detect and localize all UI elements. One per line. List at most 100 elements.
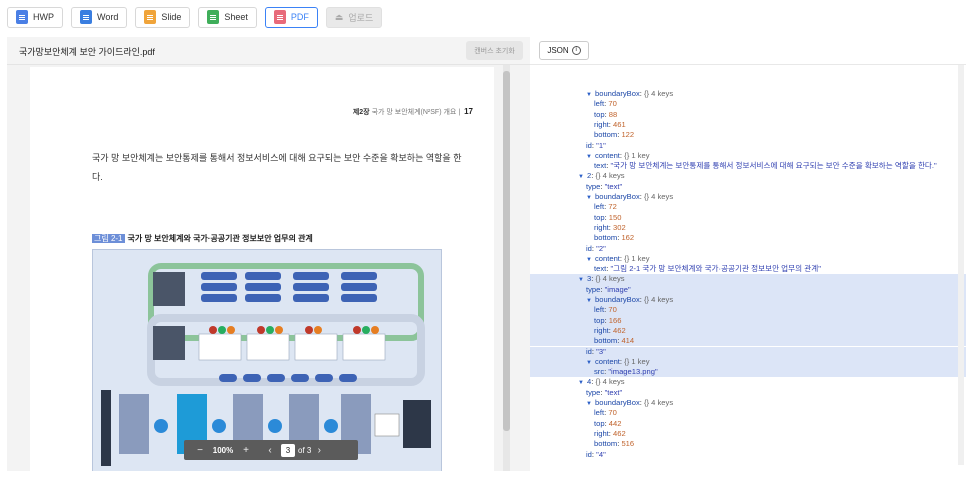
json-key: text <box>594 161 607 171</box>
collapse-arrow-icon[interactable]: ▼ <box>586 298 592 304</box>
json-number-value: 462 <box>613 428 626 438</box>
json-line[interactable]: ▼boundaryBox: {} 4 keys <box>586 398 674 407</box>
json-line[interactable]: ▼4: {} 4 keys <box>578 377 625 387</box>
json-button-label: JSON <box>547 46 569 55</box>
top-toolbar: HWP Word Slide Sheet PDF ⏏업로드 <box>0 0 966 34</box>
pdf-file-icon <box>273 10 286 24</box>
json-key: top <box>594 315 605 325</box>
hwp-button[interactable]: HWP <box>7 6 63 28</box>
json-meta: {} 4 keys <box>644 89 674 98</box>
json-string-value: "1" <box>596 140 606 150</box>
json-key: id <box>586 243 592 253</box>
slide-file-icon <box>144 10 157 24</box>
json-line[interactable]: ▼boundaryBox: {} 4 keys <box>530 295 966 306</box>
json-key: right <box>594 428 609 438</box>
json-number-value: 461 <box>613 119 626 129</box>
json-key: type <box>586 181 601 191</box>
json-line[interactable]: ▼boundaryBox: {} 4 keys <box>586 89 674 98</box>
json-number-value: 122 <box>621 130 635 140</box>
json-key: type <box>586 284 601 294</box>
json-key: right <box>594 119 609 129</box>
json-line: top: 88 <box>594 109 618 119</box>
json-number-value: 162 <box>621 233 635 243</box>
page-number: 17 <box>464 107 473 116</box>
page-total: of 3 <box>298 445 312 455</box>
json-string-value: "3" <box>596 346 606 356</box>
json-meta: {} 1 key <box>624 253 650 263</box>
json-key: left <box>594 305 605 315</box>
json-line[interactable]: ▼2: {} 4 keys <box>578 171 625 181</box>
pdf-button-label: PDF <box>290 12 309 22</box>
json-number-value: 442 <box>608 418 622 428</box>
json-number-value: 414 <box>621 336 635 346</box>
zoom-in-button[interactable]: + <box>243 444 249 456</box>
collapse-arrow-icon[interactable]: ▼ <box>586 401 592 407</box>
viewer-scroll-area[interactable]: 제2장 국가 망 보안체계(N²SF) 개요 | 17 국가 망 보안체계는 보… <box>7 65 530 471</box>
json-meta: {} 1 key <box>624 356 650 366</box>
reset-canvas-button[interactable]: 캔버스 초기화 <box>466 41 523 60</box>
upload-button-label: 업로드 <box>348 12 374 23</box>
json-scrollbar[interactable] <box>958 65 964 465</box>
json-key: boundaryBox <box>595 89 640 98</box>
next-page-button[interactable]: › <box>317 444 322 456</box>
json-line: type: "image" <box>530 284 966 295</box>
json-line: right: 462 <box>594 428 626 438</box>
json-line[interactable]: ▼content: {} 1 key <box>586 253 650 263</box>
collapse-arrow-icon[interactable]: ▼ <box>586 92 592 98</box>
json-number-value: 166 <box>608 315 622 325</box>
collapse-arrow-icon[interactable]: ▼ <box>586 359 592 366</box>
viewer-scrollbar[interactable] <box>503 65 510 471</box>
slide-button[interactable]: Slide <box>135 6 191 28</box>
json-line[interactable]: ▼boundaryBox: {} 4 keys <box>586 192 674 201</box>
upload-button[interactable]: ⏏업로드 <box>325 6 383 28</box>
json-key: top <box>594 212 605 222</box>
collapse-arrow-icon[interactable]: ▼ <box>586 153 592 160</box>
collapse-arrow-icon[interactable]: ▼ <box>586 256 592 263</box>
json-line[interactable]: ▼3: {} 4 keys <box>530 274 966 285</box>
json-key: bottom <box>594 130 618 140</box>
figure-label: 그림 2-1 <box>92 234 125 243</box>
json-line: bottom: 162 <box>594 233 635 243</box>
json-key: 2 <box>587 171 592 181</box>
figure-caption-text: 국가 망 보안체계와 국가·공공기관 정보보안 업무의 관계 <box>127 234 313 243</box>
json-number-value: 462 <box>613 325 626 335</box>
json-number-value: 516 <box>621 439 635 449</box>
json-line: src: "image13.png" <box>530 367 966 378</box>
json-key: type <box>586 387 601 397</box>
json-string-value: "image13.png" <box>608 367 658 377</box>
pdf-page: 제2장 국가 망 보안체계(N²SF) 개요 | 17 국가 망 보안체계는 보… <box>30 67 494 471</box>
word-button[interactable]: Word <box>71 6 128 28</box>
viewer-scroll-thumb[interactable] <box>503 71 510 431</box>
json-line[interactable]: ▼content: {} 1 key <box>586 150 650 160</box>
json-number-value: 88 <box>608 109 618 119</box>
collapse-arrow-icon[interactable]: ▼ <box>578 277 584 284</box>
collapse-arrow-icon[interactable]: ▼ <box>578 174 584 181</box>
json-key: 4 <box>587 377 592 387</box>
json-number-value: 70 <box>608 408 617 418</box>
pdf-button[interactable]: PDF <box>264 6 318 28</box>
json-line: top: 166 <box>530 315 966 326</box>
zoom-out-button[interactable]: − <box>197 444 203 456</box>
json-line: right: 462 <box>530 325 966 337</box>
pdf-viewer: 국가망보안체계 보안 가이드라인.pdf 캔버스 초기화 제2장 국가 망 보안… <box>7 37 530 471</box>
collapse-arrow-icon[interactable]: ▼ <box>586 195 592 201</box>
json-string-value: "4" <box>596 449 606 459</box>
json-meta: {} 4 keys <box>595 274 625 284</box>
viewer-header: 국가망보안체계 보안 가이드라인.pdf 캔버스 초기화 <box>7 37 530 65</box>
json-number-value: 70 <box>608 305 617 315</box>
page-input[interactable]: 3 <box>281 443 295 457</box>
json-number-value: 70 <box>608 99 617 109</box>
json-meta: {} 4 keys <box>644 398 674 407</box>
info-icon: i <box>571 46 581 55</box>
json-line: left: 70 <box>530 305 966 316</box>
json-line[interactable]: ▼content: {} 1 key <box>530 356 966 368</box>
collapse-arrow-icon[interactable]: ▼ <box>578 380 584 387</box>
sheet-button[interactable]: Sheet <box>198 6 257 28</box>
json-line: text: "국가 망 보안체계는 보안통제를 통해서 정보서비스에 대해 요구… <box>594 161 937 171</box>
prev-page-button[interactable]: ‹ <box>268 444 272 456</box>
json-number-value: 72 <box>608 202 617 212</box>
